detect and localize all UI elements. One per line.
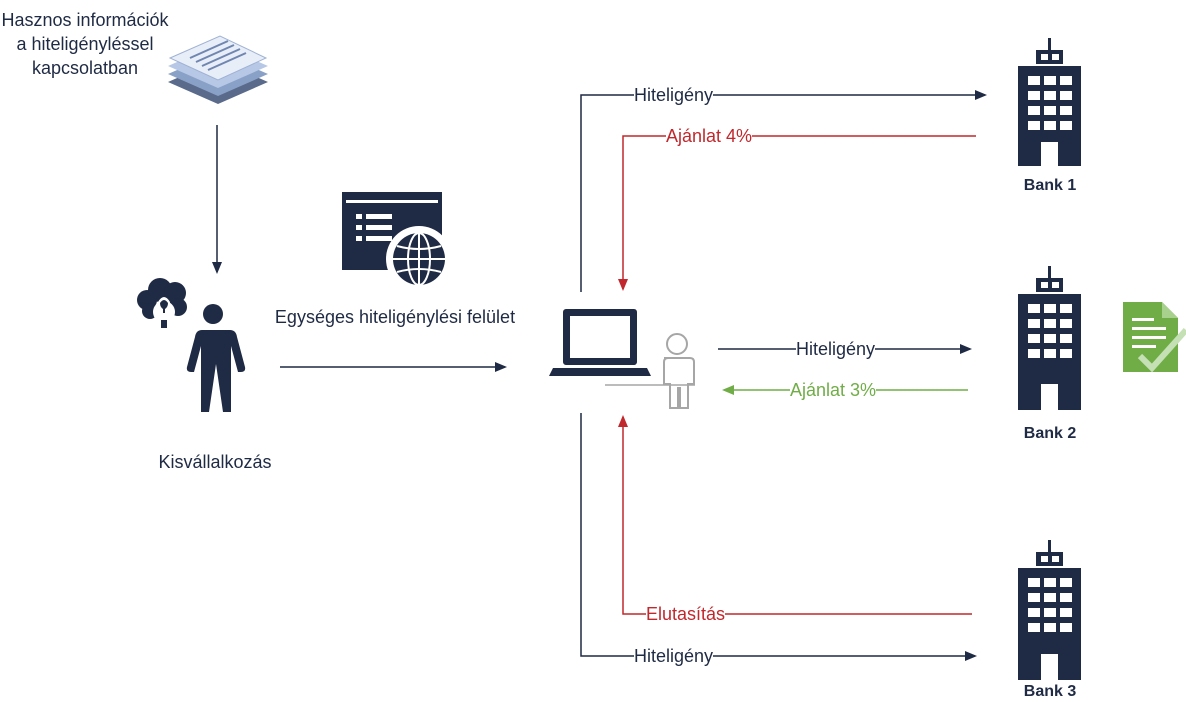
request-bank1-arrow <box>580 90 987 292</box>
web-application-globe-icon <box>342 192 452 292</box>
portal-label: Egységes hiteligénylési felület <box>274 307 516 327</box>
request-bank3-arrow <box>580 413 977 661</box>
laptop-icon <box>549 309 651 376</box>
bank3-rejection-label: Elutasítás <box>646 604 726 624</box>
info-document-label: Hasznos információk a hiteligényléssel k… <box>1 10 169 78</box>
bank3-name: Bank 3 <box>1023 683 1077 700</box>
user-outline-icon <box>663 333 695 409</box>
bank2-offer-label: Ajánlat 3% <box>790 380 877 400</box>
person-with-idea-icon <box>137 278 246 412</box>
bank-building-icon <box>1018 266 1081 410</box>
bank1-request-label: Hiteligény <box>634 85 714 105</box>
documents-stack-icon <box>168 35 268 104</box>
bank3-request-label: Hiteligény <box>634 646 714 666</box>
offer-bank1-arrow <box>618 135 976 291</box>
bank-building-icon <box>1018 540 1081 680</box>
rejection-bank3-arrow <box>618 415 972 615</box>
bank2-name: Bank 2 <box>1023 425 1077 442</box>
bank1-offer-label: Ajánlat 4% <box>666 126 753 146</box>
bank2-request-label: Hiteligény <box>796 339 876 359</box>
bank-building-icon <box>1018 38 1081 166</box>
sme-label: Kisvállalkozás <box>158 452 272 472</box>
bank1-name: Bank 1 <box>1023 177 1077 194</box>
approved-document-icon <box>1123 302 1186 373</box>
